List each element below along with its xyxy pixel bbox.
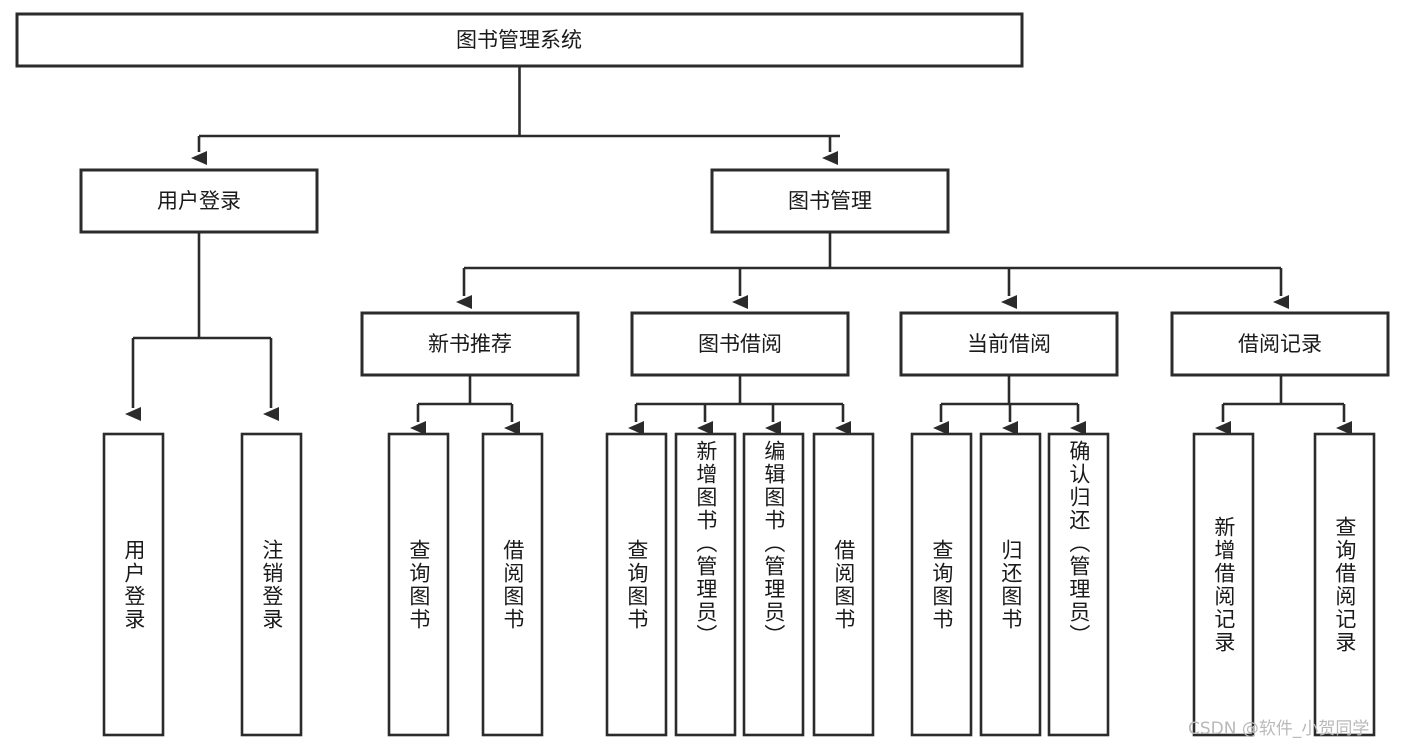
connector-bookmgmt-to-level3 — [456, 232, 1289, 309]
connector-records-to-leaves — [1215, 375, 1352, 435]
leaf-box-return-book[interactable] — [979, 432, 1042, 737]
node-root[interactable]: 图书管理系统 — [15, 12, 1024, 68]
leaf-box-query-borrow-record[interactable] — [1313, 432, 1376, 737]
node-book-management-label: 图书管理 — [788, 189, 872, 213]
connector-userlogin-to-leaves — [125, 232, 279, 421]
leaf-box-logout[interactable] — [240, 432, 303, 737]
connector-root-to-level2 — [191, 66, 840, 165]
node-book-borrow[interactable]: 图书借阅 — [630, 311, 850, 377]
connector-borrow-to-leaves — [628, 375, 851, 435]
node-new-book-recommend[interactable]: 新书推荐 — [360, 311, 580, 377]
node-book-borrow-label: 图书借阅 — [698, 332, 782, 356]
node-borrow-records-label: 借阅记录 — [1238, 332, 1322, 356]
leaf-box-add-book-admin[interactable] — [674, 432, 737, 737]
node-book-management[interactable]: 图书管理 — [710, 168, 950, 234]
node-new-book-recommend-label: 新书推荐 — [428, 332, 512, 356]
csdn-watermark: CSDN @软件_小贺同学 — [1188, 719, 1370, 739]
node-current-borrow-label: 当前借阅 — [967, 332, 1051, 356]
connector-current-to-leaves — [933, 375, 1086, 435]
connector-newbook-to-leaves — [410, 375, 520, 435]
leaf-box-add-borrow-record[interactable] — [1192, 432, 1255, 737]
leaf-box-borrow-book-2[interactable] — [812, 432, 875, 737]
leaf-box-query-book-3[interactable] — [910, 432, 973, 737]
node-user-login-label: 用户登录 — [157, 189, 241, 213]
leaf-box-user-login[interactable] — [102, 432, 165, 737]
node-root-label: 图书管理系统 — [456, 28, 582, 52]
leaf-box-query-book-1[interactable] — [387, 432, 450, 737]
node-borrow-records[interactable]: 借阅记录 — [1170, 311, 1390, 377]
leaf-box-edit-book-admin[interactable] — [742, 432, 805, 737]
leaf-box-query-book-2[interactable] — [605, 432, 668, 737]
leaf-box-borrow-book-1[interactable] — [481, 432, 544, 737]
leaf-box-confirm-return-admin[interactable] — [1047, 432, 1110, 737]
node-user-login[interactable]: 用户登录 — [79, 168, 319, 234]
node-current-borrow[interactable]: 当前借阅 — [899, 311, 1119, 377]
